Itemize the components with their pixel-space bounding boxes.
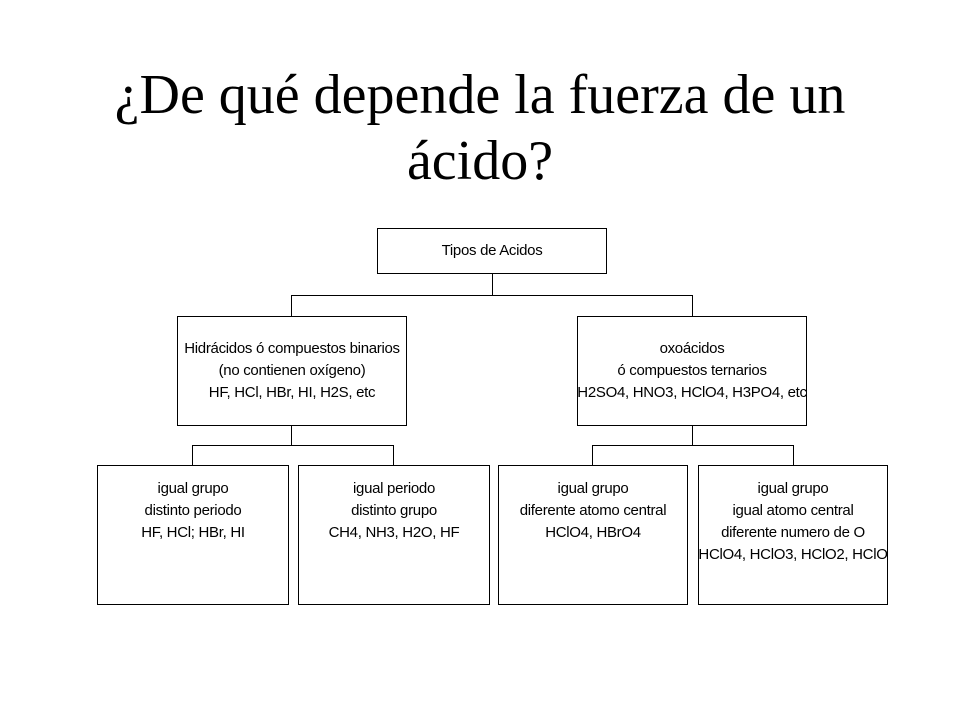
binary-line-1: Hidrácidos ó compuestos binarios [184, 340, 400, 357]
binary-line-2: (no contienen oxígeno) [218, 362, 366, 379]
leaf3-line-2: diferente atomo central [519, 502, 667, 519]
leaf4-line-3: diferente numero de O [721, 524, 865, 541]
slide-title-line-1: ¿De qué depende la fuerza de un [114, 64, 846, 126]
leaf1-line-2: distinto periodo [144, 502, 242, 519]
box-leaf-diferente-atomo-central: igual grupo diferente atomo central HClO… [498, 465, 688, 605]
slide-title: ¿De qué depende la fuerza de un ácido? [60, 62, 900, 194]
box-oxoacidos: oxoácidos ó compuestos ternarios H2SO4, … [577, 316, 807, 426]
box-hidracidos: Hidrácidos ó compuestos binarios (no con… [177, 316, 407, 426]
leaf4-line-1: igual grupo [757, 480, 829, 497]
root-label: Tipos de Acidos [441, 242, 543, 259]
leaf3-line-3: HClO4, HBrO4 [545, 524, 641, 541]
leaf4-line-2: igual atomo central [732, 502, 854, 519]
slide-title-line-2: ácido? [406, 130, 554, 192]
box-leaf-igual-periodo-distinto-grupo: igual periodo distinto grupo CH4, NH3, H… [298, 465, 490, 605]
leaf4-line-4: HClO4, HClO3, HClO2, HClO [698, 546, 888, 563]
leaf1-line-1: igual grupo [157, 480, 229, 497]
ternary-line-1: oxoácidos [659, 340, 725, 357]
binary-line-3: HF, HCl, HBr, HI, H2S, etc [208, 384, 376, 401]
box-root-tipos-de-acidos: Tipos de Acidos [377, 228, 607, 274]
leaf2-line-2: distinto grupo [351, 502, 437, 519]
box-leaf-igual-grupo-distinto-periodo: igual grupo distinto periodo HF, HCl; HB… [97, 465, 289, 605]
leaf1-line-3: HF, HCl; HBr, HI [141, 524, 245, 541]
leaf2-line-1: igual periodo [353, 480, 435, 497]
leaf3-line-1: igual grupo [557, 480, 629, 497]
ternary-line-3: H2SO4, HNO3, HClO4, H3PO4, etc [577, 384, 807, 401]
box-leaf-igual-atomo-central: igual grupo igual atomo central diferent… [698, 465, 888, 605]
ternary-line-2: ó compuestos ternarios [617, 362, 767, 379]
leaf2-line-3: CH4, NH3, H2O, HF [328, 524, 460, 541]
